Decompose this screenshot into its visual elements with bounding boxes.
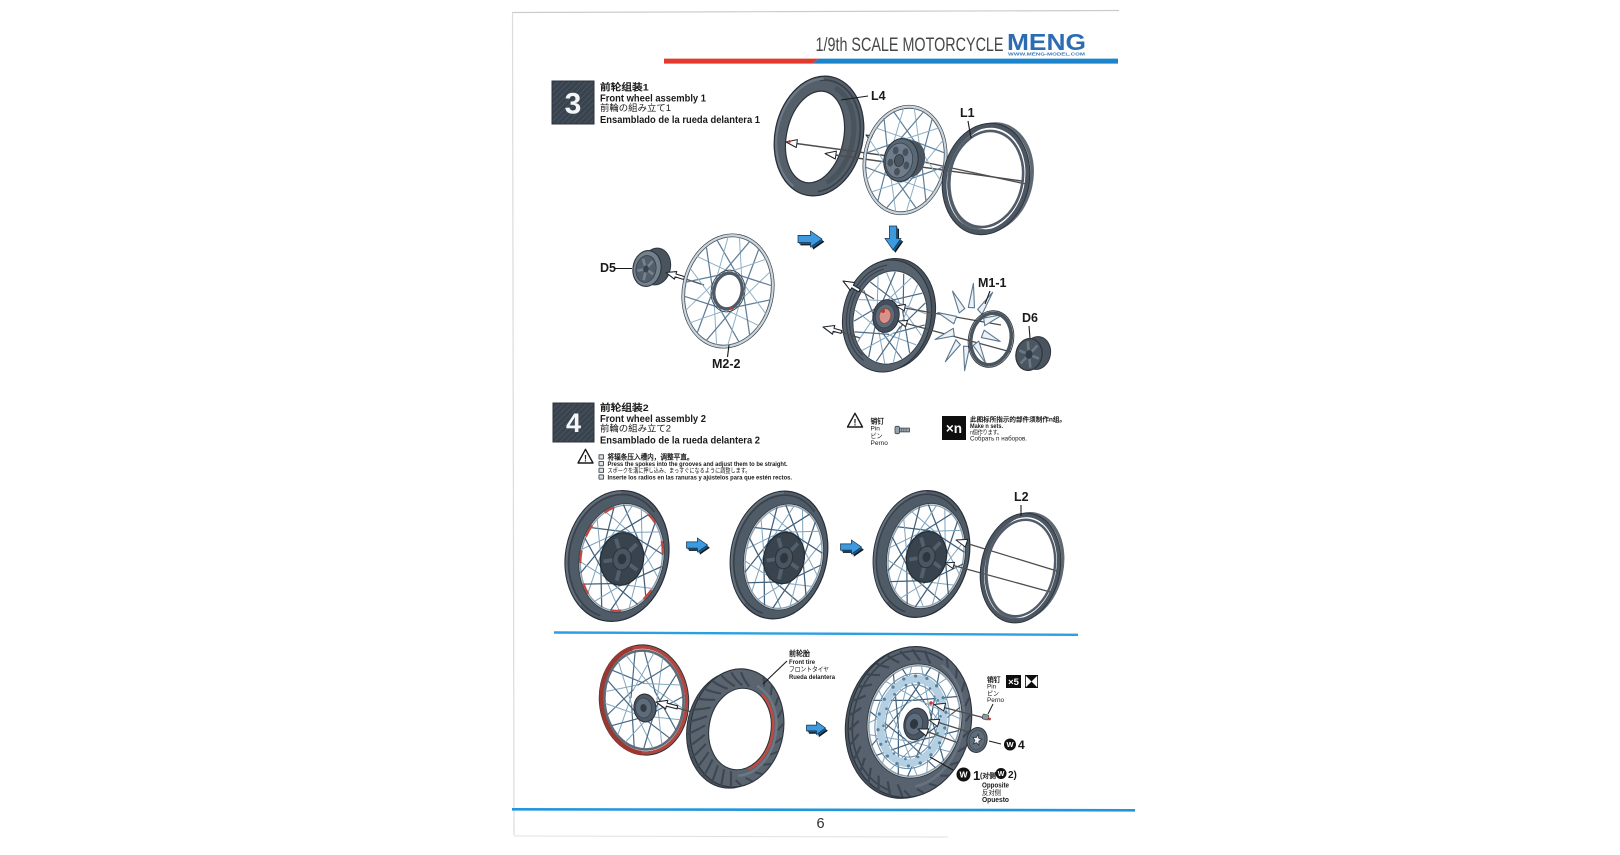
svg-text:销钉: 销钉: [986, 675, 1000, 684]
svg-text:×n: ×n: [946, 421, 962, 436]
svg-text:M1-1: M1-1: [978, 276, 1007, 290]
svg-text:6: 6: [816, 816, 824, 832]
svg-text:Inserte los radios en las ranu: Inserte los radios en las ranuras y ajús…: [608, 474, 793, 481]
svg-text:Front tire: Front tire: [789, 659, 815, 666]
svg-text:Собрать n наборов.: Собрать n наборов.: [970, 436, 1027, 443]
svg-text:4: 4: [566, 408, 581, 438]
svg-text:Perno: Perno: [987, 697, 1004, 704]
svg-text:ピン: ピン: [871, 432, 883, 440]
svg-text:2): 2): [1008, 770, 1017, 781]
svg-text:D6: D6: [1022, 311, 1038, 325]
svg-text:W: W: [1006, 740, 1014, 749]
svg-text:销钉: 销钉: [870, 417, 884, 426]
svg-text:3: 3: [565, 87, 582, 120]
svg-text:Ensamblado de la rueda delante: Ensamblado de la rueda delantera 1: [600, 114, 760, 126]
svg-text:前輪の組み立て1: 前輪の組み立て1: [600, 102, 671, 113]
svg-text:L4: L4: [871, 89, 886, 103]
svg-text:前轮组装1: 前轮组装1: [600, 82, 649, 94]
svg-text:W: W: [959, 770, 968, 780]
svg-text:Opuesto: Opuesto: [982, 797, 1009, 804]
svg-text:Pin: Pin: [871, 426, 881, 433]
svg-text:前轮组装2: 前轮组装2: [600, 402, 649, 414]
svg-text:1/9th SCALE MOTORCYCLE: 1/9th SCALE MOTORCYCLE: [816, 34, 1004, 56]
svg-text:W: W: [998, 771, 1005, 778]
svg-text:Opposite: Opposite: [982, 783, 1009, 790]
svg-text:前輪の組み立て2: 前輪の組み立て2: [600, 422, 671, 433]
svg-text:WWW.MENG-MODEL.COM: WWW.MENG-MODEL.COM: [1008, 52, 1085, 57]
svg-text:スポークを溝に押し込み、まっすぐになるように調整します。: スポークを溝に押し込み、まっすぐになるように調整します。: [608, 466, 751, 475]
svg-text:L2: L2: [1014, 490, 1029, 504]
svg-text:反对侧: 反对侧: [982, 788, 1001, 797]
svg-text:フロントタイヤ: フロントタイヤ: [789, 665, 829, 674]
svg-text:!: !: [584, 454, 587, 464]
svg-text:L1: L1: [960, 106, 975, 120]
svg-text:Ensamblado de la rueda delante: Ensamblado de la rueda delantera 2: [600, 434, 760, 446]
svg-text:4: 4: [1018, 738, 1025, 752]
svg-text:Rueda delantera: Rueda delantera: [789, 674, 835, 681]
svg-text:前轮胎: 前轮胎: [789, 649, 811, 658]
svg-text:M2-2: M2-2: [712, 357, 741, 371]
svg-text:D5: D5: [600, 261, 616, 275]
svg-text:×5: ×5: [1008, 677, 1020, 688]
svg-text:将辐条压入槽内，调整平直。: 将辐条压入槽内，调整平直。: [608, 452, 694, 461]
svg-text:Perno: Perno: [871, 440, 889, 447]
svg-text:(对侧: (对侧: [980, 771, 996, 780]
svg-text:!: !: [854, 418, 857, 428]
